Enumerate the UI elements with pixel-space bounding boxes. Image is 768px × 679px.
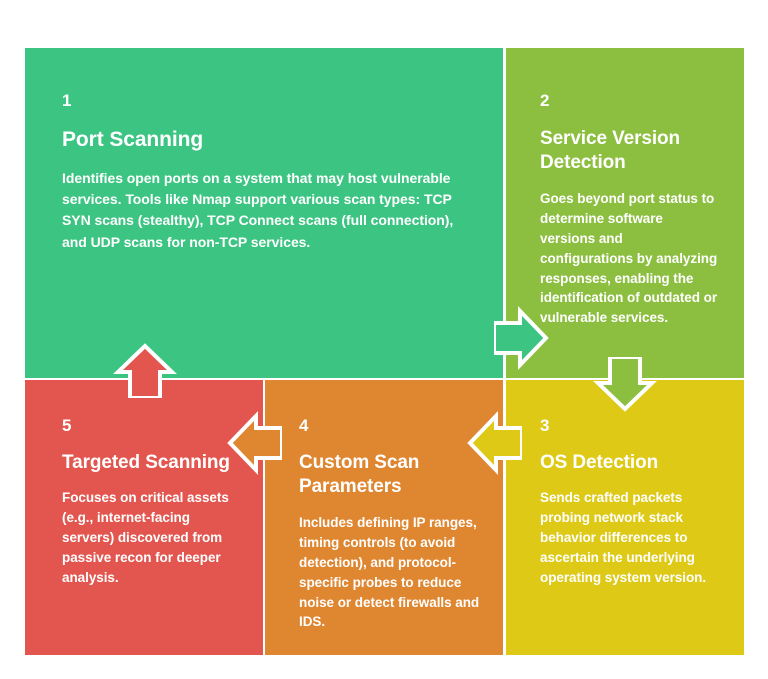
panel-number: 2 [540, 91, 550, 110]
panel-description: Focuses on critical assets (e.g., intern… [62, 490, 229, 586]
panel-number: 4 [299, 416, 309, 435]
panel-description: Identifies open ports on a system that m… [62, 169, 454, 250]
panel-description: Sends crafted packets probing network st… [540, 490, 707, 586]
panel-number: 3 [540, 416, 550, 435]
panel-description: Goes beyond port status to determine sof… [540, 190, 718, 326]
panel-os-detection[interactable]: 3 OS Detection Sends crafted packets pro… [506, 380, 744, 655]
panel-targeted-scanning[interactable]: 5 Targeted Scanning Focuses on critical … [25, 380, 263, 655]
panel-description: Includes defining IP ranges, timing cont… [299, 514, 480, 630]
panel-number: 5 [62, 416, 72, 435]
panel-custom-scan-parameters[interactable]: 4 Custom Scan Parameters Includes defini… [265, 380, 503, 655]
panel-port-scanning[interactable]: 1 Port Scanning Identifies open ports on… [25, 48, 503, 378]
panel-service-version-detection[interactable]: 2 Service Version Detection Goes beyond … [506, 48, 744, 378]
panel-title: Custom Scan Parameters [299, 452, 420, 498]
panel-title: Service Version Detection [540, 128, 681, 174]
panel-number: 1 [62, 91, 72, 110]
panel-title: OS Detection [540, 452, 659, 473]
panel-title: Port Scanning [62, 128, 204, 151]
panel-title: Targeted Scanning [62, 452, 230, 473]
